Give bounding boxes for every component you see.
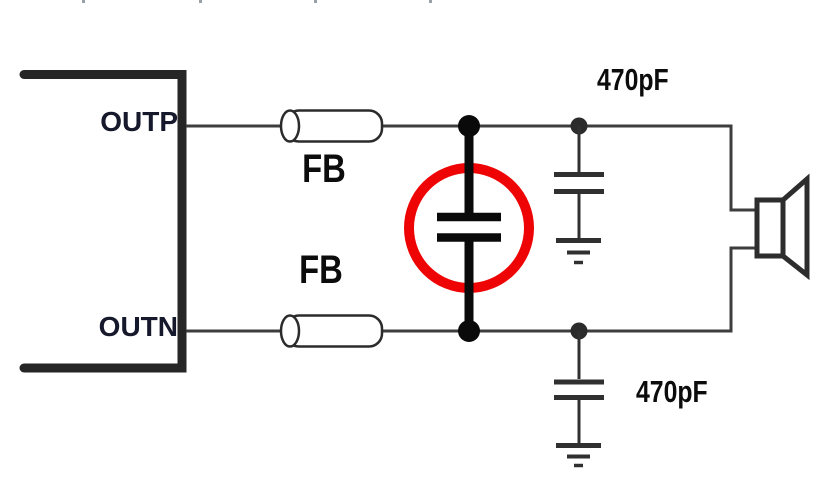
amplifier-outline xyxy=(19,70,187,373)
crop-artifact-ticks xyxy=(82,0,432,3)
junction-dot xyxy=(458,115,480,137)
ferrite-bead-bottom-icon xyxy=(279,314,384,348)
ground-icon xyxy=(556,238,601,265)
outp-wire xyxy=(186,124,758,212)
capacitor-bottom-value-label: 470pF xyxy=(636,374,708,409)
outn-pin-label: OUTN xyxy=(98,311,178,342)
capacitor-top-value-label: 470pF xyxy=(597,62,669,97)
speaker-icon xyxy=(754,173,810,281)
ferrite-bead-bottom-label: FB xyxy=(299,248,343,292)
junction-dot xyxy=(458,320,480,342)
ferrite-bead-top-label: FB xyxy=(302,147,346,191)
outn-wire xyxy=(186,246,758,333)
filter-capacitor-bottom-icon xyxy=(554,322,604,468)
outp-pin-label: OUTP xyxy=(100,106,178,137)
ground-icon xyxy=(556,443,601,468)
bridge-capacitor-icon xyxy=(437,115,501,342)
filter-capacitor-top-icon xyxy=(554,117,604,265)
ferrite-bead-top-icon xyxy=(279,109,384,143)
